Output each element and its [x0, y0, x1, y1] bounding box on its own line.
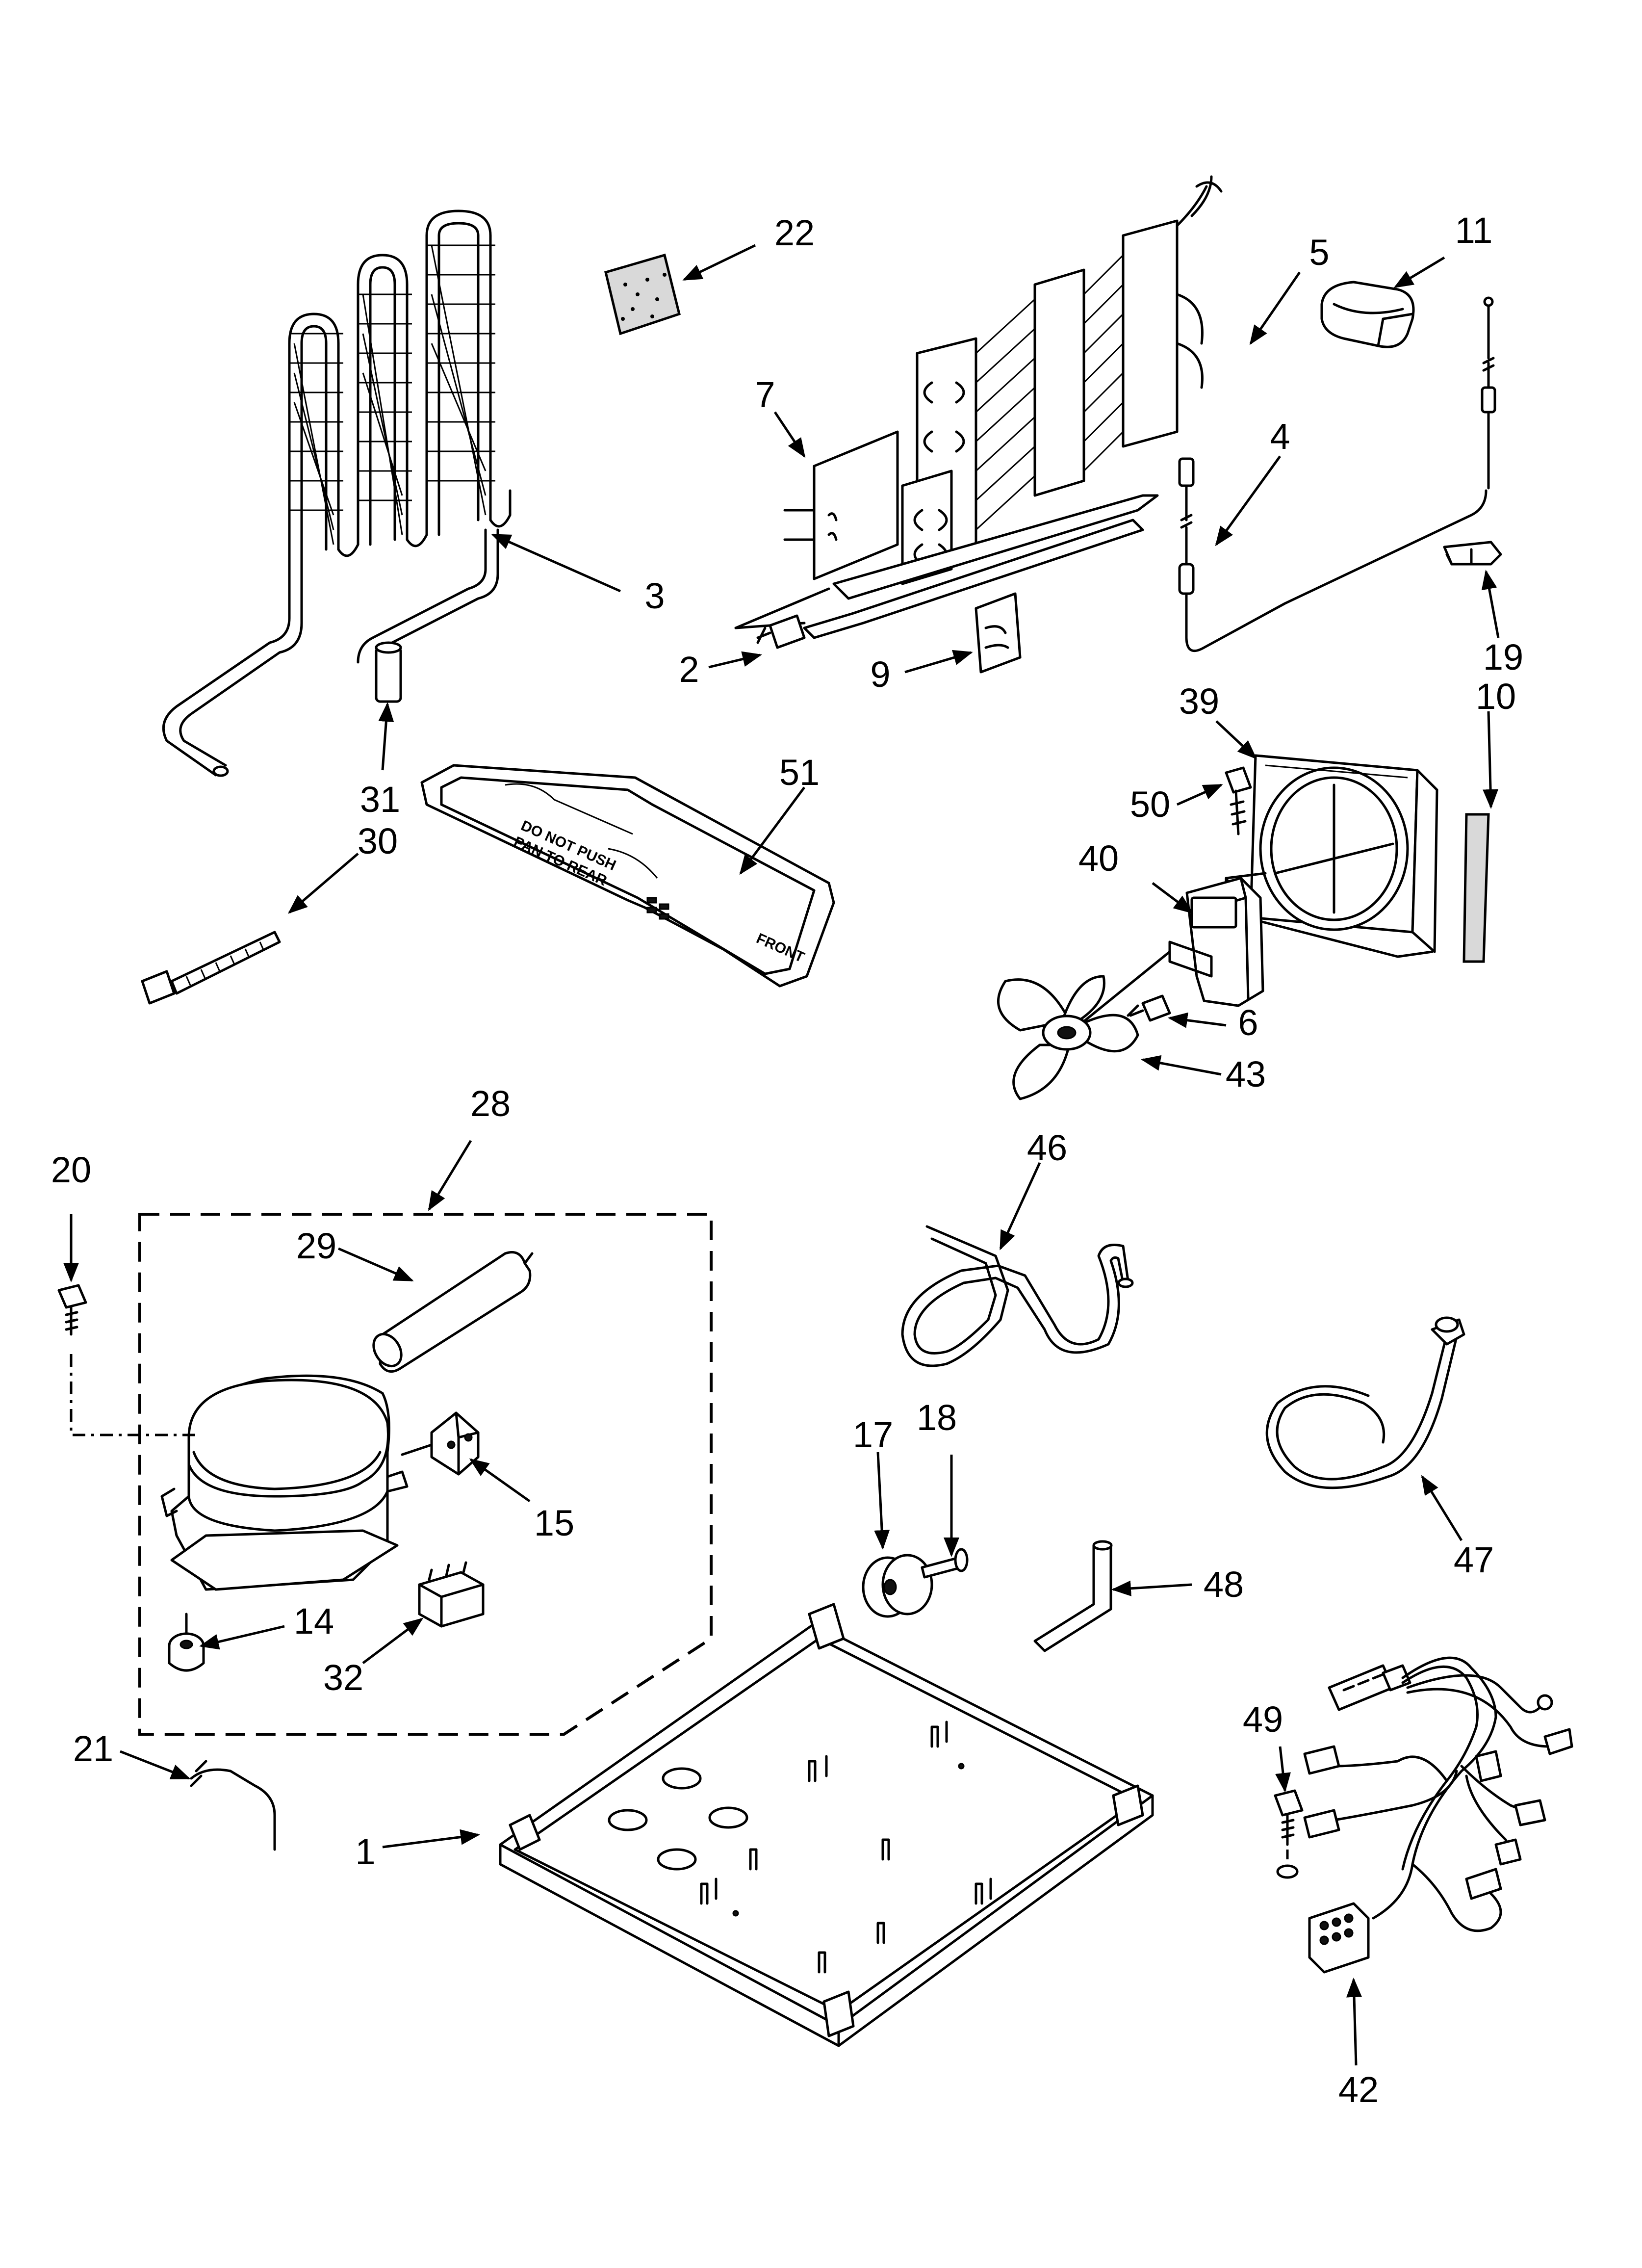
callout-48: 48 — [1204, 1564, 1244, 1605]
screw-part-6 — [1127, 994, 1171, 1022]
callout-17: 17 — [853, 1414, 893, 1455]
callout-29: 29 — [296, 1225, 336, 1266]
callout-3: 3 — [644, 575, 665, 616]
relay-part — [401, 1411, 480, 1476]
callout-30: 30 — [358, 821, 398, 861]
compressor-part — [160, 1374, 409, 1591]
strip-part-10 — [1462, 813, 1490, 963]
cover-cap-part — [1320, 281, 1415, 348]
callout-18: 18 — [917, 1397, 957, 1438]
wire-part-21 — [190, 1760, 276, 1851]
axle-pin-part — [921, 1548, 969, 1579]
fan-motor-part — [1078, 877, 1264, 1027]
evaporator-part — [803, 175, 1223, 639]
filter-drier-part — [372, 1251, 534, 1373]
callout-21: 21 — [73, 1728, 113, 1769]
compressor-assembly-outline — [138, 1213, 713, 1736]
callout-47: 47 — [1454, 1539, 1494, 1580]
callout-22: 22 — [774, 212, 815, 253]
capacitor-part — [418, 1561, 485, 1628]
callout-19: 19 — [1483, 637, 1523, 678]
callout-1: 1 — [355, 1831, 375, 1872]
callout-10: 10 — [1476, 676, 1516, 717]
screw-part-2 — [756, 614, 806, 649]
callout-6: 6 — [1238, 1002, 1258, 1043]
callout-7: 7 — [755, 374, 775, 415]
callout-5: 5 — [1309, 232, 1329, 273]
callout-42: 42 — [1338, 2069, 1379, 2110]
callout-51: 51 — [779, 752, 820, 793]
callout-28: 28 — [470, 1083, 511, 1124]
callout-11: 11 — [1455, 210, 1493, 251]
callout-49: 49 — [1243, 1699, 1283, 1740]
condenser-coil-part — [162, 209, 512, 777]
tube-part-46 — [901, 1225, 1134, 1367]
screw-part-50 — [1225, 766, 1252, 835]
callout-31: 31 — [360, 779, 400, 820]
fan-blade-part — [997, 975, 1139, 1100]
callout-43: 43 — [1226, 1054, 1266, 1095]
leader-arrows — [63, 244, 1500, 2066]
grommet-part — [168, 1613, 205, 1672]
callout-32: 32 — [323, 1657, 363, 1698]
ground-dashed-line — [70, 1354, 196, 1436]
defrost-thermostat-part — [1178, 296, 1496, 652]
fan-shroud-part — [1225, 754, 1438, 958]
wire-harness-part — [1303, 1656, 1573, 1974]
roller-wheel-part — [862, 1554, 933, 1618]
callout-9: 9 — [870, 654, 890, 695]
base-frame-part — [499, 1603, 1154, 2047]
screw-part-20 — [57, 1284, 87, 1336]
clip-part-19 — [1443, 541, 1502, 566]
callout-4: 4 — [1270, 416, 1290, 457]
hose-part-47 — [1265, 1316, 1465, 1489]
foam-pad-part — [604, 253, 681, 336]
callout-14: 14 — [294, 1601, 334, 1642]
callout-46: 46 — [1027, 1127, 1067, 1168]
callout-50: 50 — [1130, 784, 1170, 825]
clip-part-9 — [975, 592, 1022, 674]
cable-tie-part — [141, 931, 281, 1005]
screw-part-49 — [1274, 1789, 1304, 1879]
mounting-plate-part — [734, 430, 899, 629]
callout-20: 20 — [51, 1149, 91, 1190]
callout-15: 15 — [534, 1503, 574, 1543]
cylinder-part-31 — [375, 641, 402, 703]
callout-labels: 22 5 11 7 4 3 2 9 19 10 39 31 51 50 30 4… — [51, 210, 1523, 2110]
callout-40: 40 — [1078, 838, 1119, 879]
callout-2: 2 — [679, 649, 699, 690]
drain-tray-part: DO NOT PUSH PAN TO REAR FRONT — [420, 764, 835, 988]
callout-39: 39 — [1179, 681, 1219, 722]
drain-tube-part — [1033, 1540, 1113, 1652]
